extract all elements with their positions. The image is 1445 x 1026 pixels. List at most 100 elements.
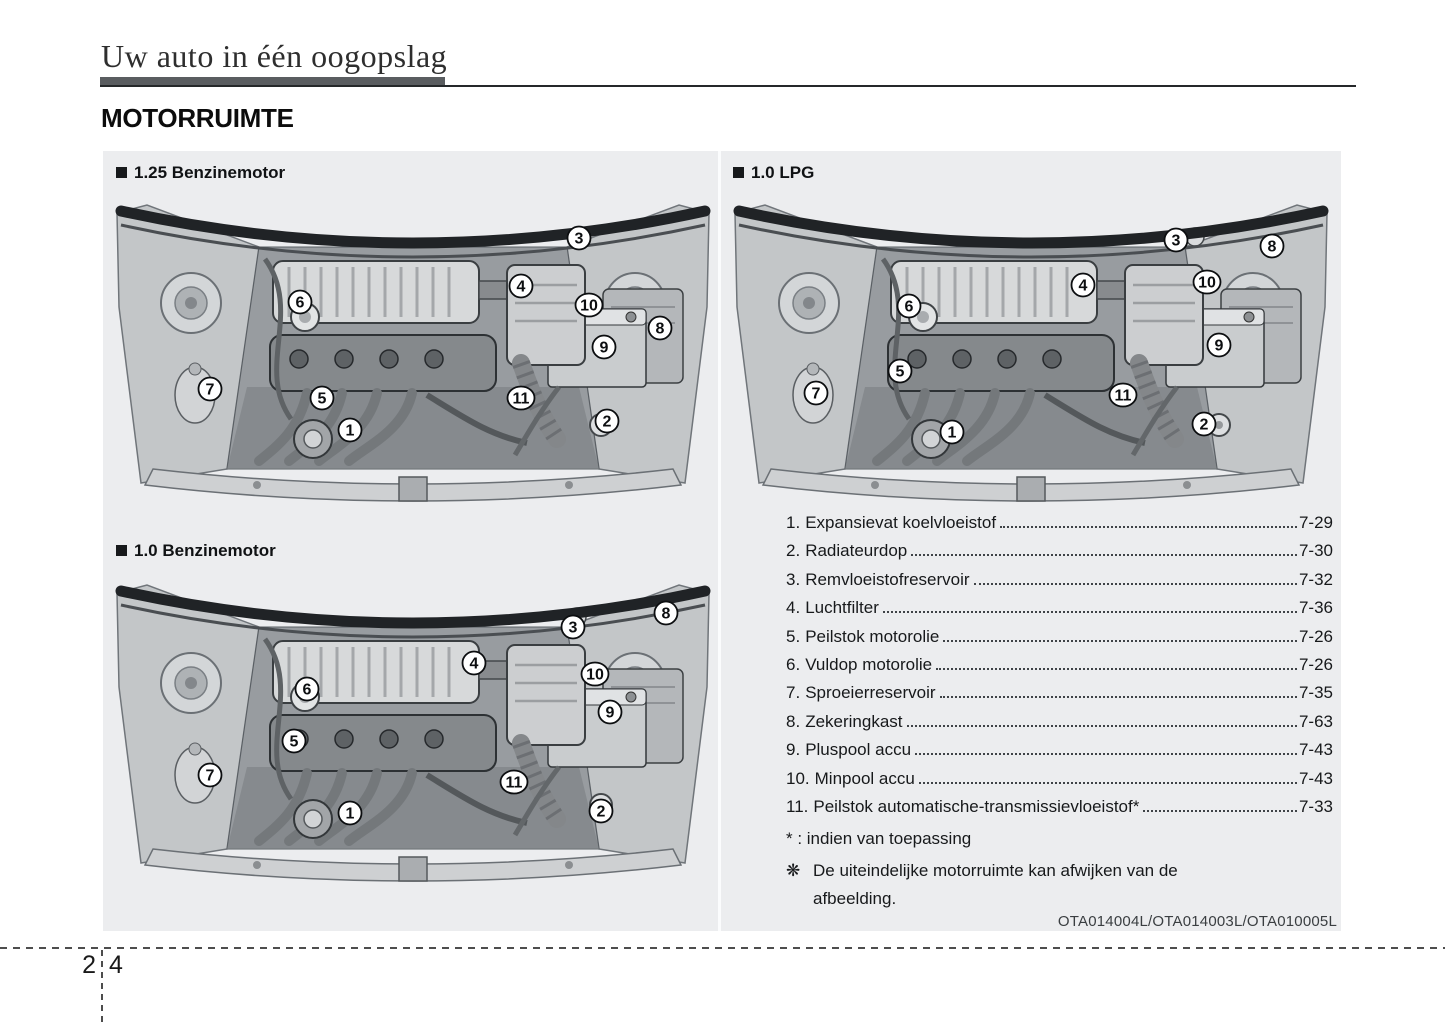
callout-7: 7	[197, 376, 223, 402]
dotted-leader	[918, 781, 1297, 784]
legend-item-label: Zekeringkast	[805, 711, 903, 731]
legend-item-pageref: 7-26	[1298, 654, 1333, 674]
callout-4: 4	[1070, 272, 1096, 298]
panel-label-10-lpg: 1.0 LPG	[733, 163, 814, 183]
callout-number: 10	[580, 298, 598, 315]
legend-item-pageref: 7-30	[1298, 541, 1333, 561]
callout-number: 7	[812, 386, 821, 403]
legend-row: 2.Radiateurdop 7-30	[786, 541, 1333, 569]
legend-item-number: 7.	[786, 683, 801, 703]
legend-item-pageref: 7-43	[1298, 768, 1333, 788]
title-rule	[100, 77, 1356, 87]
callout-number: 2	[603, 414, 612, 431]
title-rule-line	[100, 85, 1356, 87]
callout-number: 5	[896, 364, 905, 381]
legend-item-number: 9.	[786, 740, 801, 760]
callout-number: 7	[206, 768, 215, 785]
legend-item-pageref: 7-36	[1298, 598, 1333, 618]
dotted-leader	[906, 724, 1297, 727]
callout-number: 1	[346, 806, 355, 823]
callout-11: 11	[506, 385, 536, 411]
section-title: MOTORRUIMTE	[101, 103, 294, 133]
callout-number: 9	[1215, 338, 1224, 355]
dotted-leader	[911, 554, 1297, 557]
panel-label-text: 1.0 Benzinemotor	[134, 541, 276, 560]
page-number-page: 4	[109, 951, 123, 979]
callout-number: 2	[597, 804, 606, 821]
callout-3: 3	[1163, 227, 1189, 253]
dotted-leader	[936, 667, 1297, 670]
dotted-leader	[882, 611, 1297, 614]
callout-8: 8	[653, 600, 679, 626]
legend-item-pageref: 7-43	[1298, 740, 1333, 760]
dotted-leader	[915, 753, 1297, 756]
callout-number: 4	[517, 279, 526, 296]
legend-item-number: 2.	[786, 541, 801, 561]
dotted-leader	[939, 696, 1297, 699]
callout-6: 6	[294, 676, 320, 702]
legend-item-label: Peilstok automatische-transmissievloeist…	[813, 796, 1140, 816]
legend-item-number: 11.	[786, 796, 809, 816]
callout-3: 3	[566, 225, 592, 251]
panel-label-text: 1.25 Benzinemotor	[134, 163, 286, 182]
square-bullet-icon	[733, 167, 744, 178]
callout-9: 9	[1206, 332, 1232, 358]
legend-item-pageref: 7-26	[1298, 626, 1333, 646]
callout-number: 5	[318, 391, 327, 408]
legend-item-label: Radiateurdop	[805, 541, 908, 561]
figure-code: OTA014004L/OTA014003L/OTA010005L	[1057, 913, 1337, 930]
engine-diagram-125-benzinemotor: 1 2 3 4 5 6 7 8 9 10 11	[115, 204, 711, 502]
callout-6: 6	[896, 293, 922, 319]
chapter-title: Uw auto in één oogopslag	[101, 38, 448, 74]
legend-item-number: 5.	[786, 626, 801, 646]
callout-4: 4	[461, 650, 487, 676]
callout-number: 3	[1172, 233, 1181, 250]
legend-item-number: 3.	[786, 569, 801, 589]
callout-number: 10	[586, 667, 604, 684]
callout-9: 9	[591, 334, 617, 360]
callout-number: 1	[346, 423, 355, 440]
callout-6: 6	[287, 289, 313, 315]
dotted-leader	[943, 639, 1297, 642]
title-rule-bar	[100, 77, 445, 86]
callout-2: 2	[1191, 411, 1217, 437]
callout-number: 5	[290, 734, 299, 751]
callout-number: 8	[662, 606, 671, 623]
legend-item-number: 8.	[786, 711, 801, 731]
callout-number: 8	[656, 321, 665, 338]
legend-item-number: 4.	[786, 598, 801, 618]
callout-7: 7	[197, 762, 223, 788]
callout-number: 11	[1115, 388, 1132, 405]
callout-10: 10	[574, 292, 604, 318]
panel-label-text: 1.0 LPG	[751, 163, 815, 182]
legend-item-pageref: 7-33	[1298, 796, 1333, 816]
callout-1: 1	[337, 800, 363, 826]
callout-8: 8	[1259, 233, 1285, 259]
callout-8: 8	[647, 315, 673, 341]
page-number-chapter: 2	[82, 951, 96, 979]
callout-number: 10	[1198, 275, 1216, 292]
callout-5: 5	[309, 385, 335, 411]
dotted-leader	[1143, 809, 1297, 812]
panel-label-125-benzinemotor: 1.25 Benzinemotor	[116, 163, 285, 183]
callout-number: 9	[606, 705, 615, 722]
callout-2: 2	[588, 798, 614, 824]
dotted-leader	[973, 582, 1297, 585]
square-bullet-icon	[116, 545, 127, 556]
legend-item-number: 10.	[786, 768, 810, 788]
callout-number: 11	[513, 391, 530, 408]
callout-number: 8	[1268, 239, 1277, 256]
legend-item-number: 6.	[786, 654, 801, 674]
